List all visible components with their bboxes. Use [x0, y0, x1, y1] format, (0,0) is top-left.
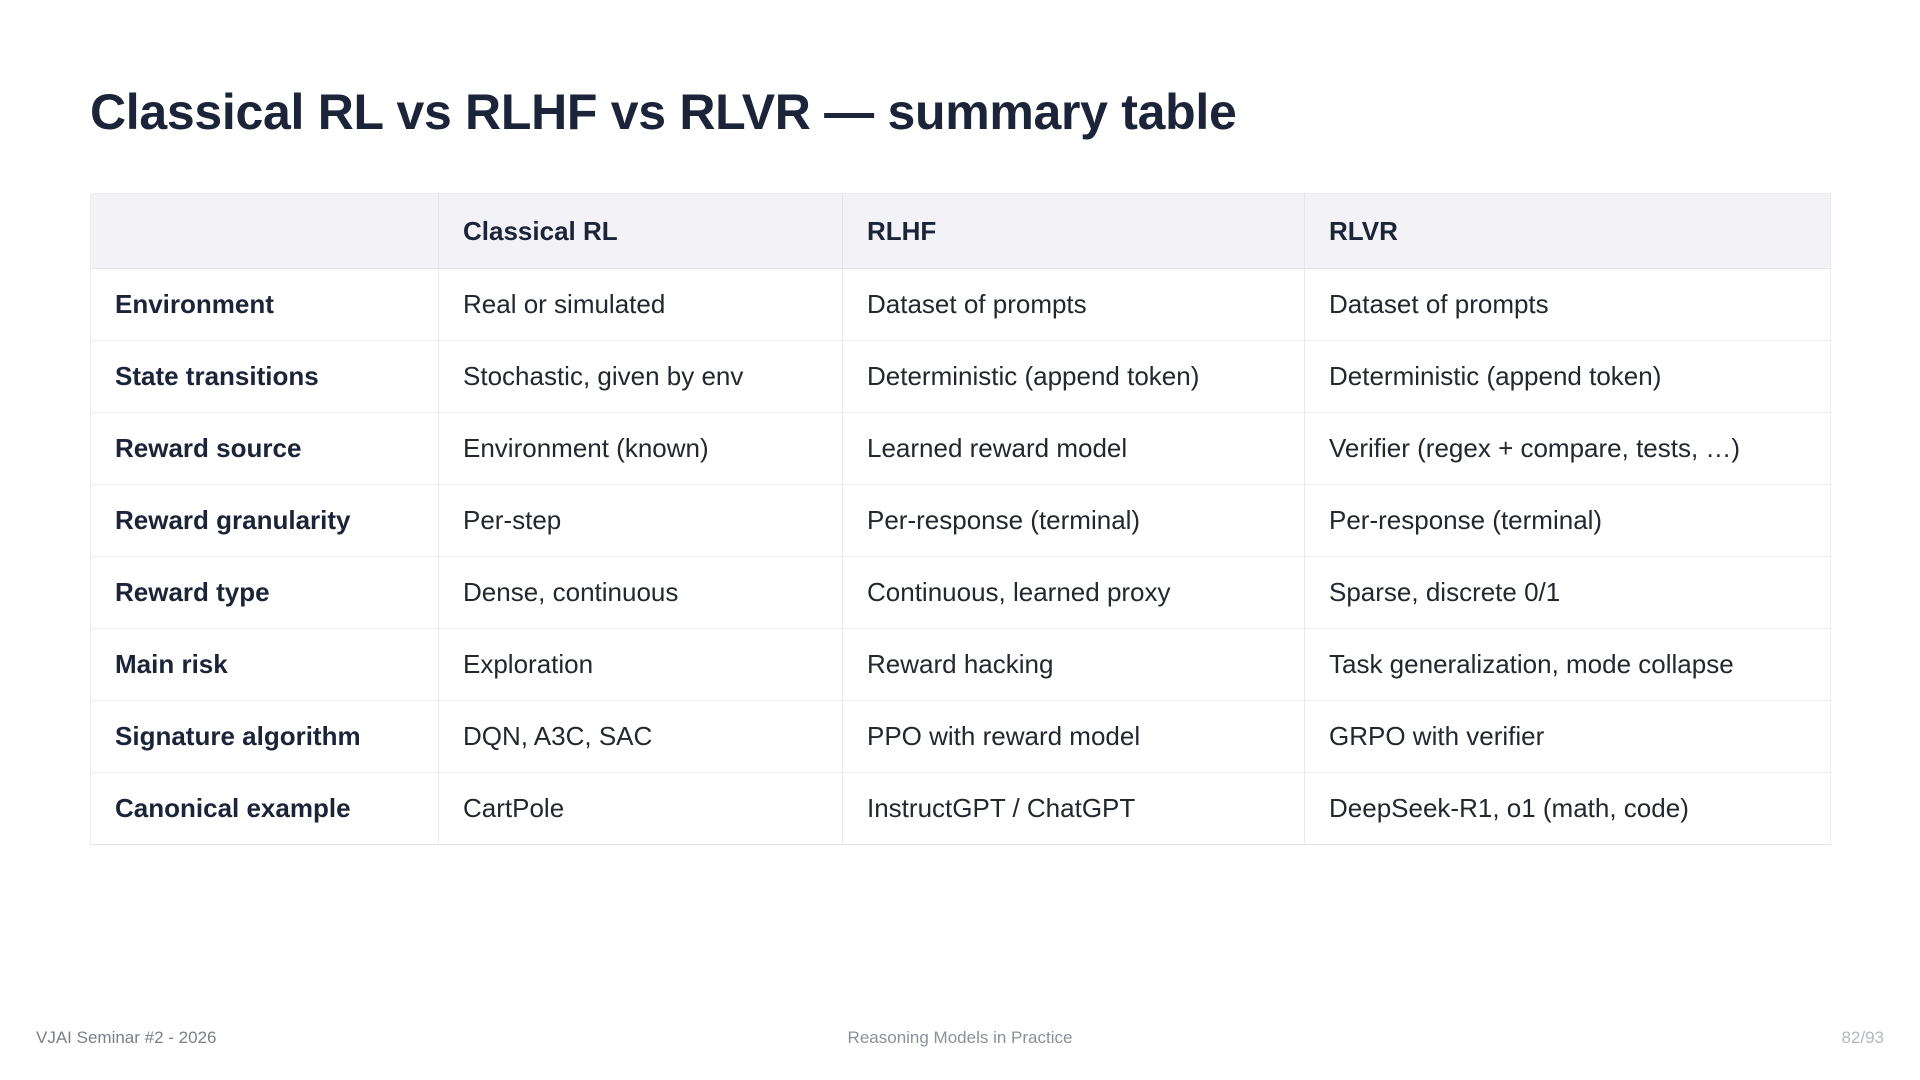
table-header-row: Classical RL RLHF RLVR [90, 193, 1831, 269]
cell-rlvr: GRPO with verifier [1304, 700, 1831, 773]
column-header-attribute [90, 193, 439, 269]
table-row: Reward granularity Per-step Per-response… [90, 484, 1831, 557]
table-row: Reward type Dense, continuous Continuous… [90, 556, 1831, 629]
slide-footer: VJAI Seminar #2 - 2026 Reasoning Models … [0, 1006, 1920, 1080]
summary-table: Classical RL RLHF RLVR Environment Real … [90, 193, 1831, 845]
table-row: Reward source Environment (known) Learne… [90, 412, 1831, 485]
cell-classical-rl: Real or simulated [438, 268, 843, 341]
row-label: Environment [90, 268, 439, 341]
table-row: State transitions Stochastic, given by e… [90, 340, 1831, 413]
column-header-rlvr: RLVR [1304, 193, 1831, 269]
row-label: Canonical example [90, 772, 439, 845]
table-row: Signature algorithm DQN, A3C, SAC PPO wi… [90, 700, 1831, 773]
page-title: Classical RL vs RLHF vs RLVR — summary t… [90, 84, 1237, 140]
cell-classical-rl: Exploration [438, 628, 843, 701]
cell-rlhf: Continuous, learned proxy [842, 556, 1305, 629]
table-row: Environment Real or simulated Dataset of… [90, 268, 1831, 341]
cell-rlhf: PPO with reward model [842, 700, 1305, 773]
cell-rlvr: Sparse, discrete 0/1 [1304, 556, 1831, 629]
cell-rlvr: Deterministic (append token) [1304, 340, 1831, 413]
cell-rlhf: Reward hacking [842, 628, 1305, 701]
table-body: Environment Real or simulated Dataset of… [90, 268, 1831, 845]
row-label: Reward granularity [90, 484, 439, 557]
cell-classical-rl: Environment (known) [438, 412, 843, 485]
footer-deck-title: Reasoning Models in Practice [847, 1028, 1073, 1047]
row-label: Signature algorithm [90, 700, 439, 773]
table-row: Main risk Exploration Reward hacking Tas… [90, 628, 1831, 701]
table-row: Canonical example CartPole InstructGPT /… [90, 772, 1831, 845]
cell-rlhf: Learned reward model [842, 412, 1305, 485]
row-label: Reward type [90, 556, 439, 629]
row-label: State transitions [90, 340, 439, 413]
table-header: Classical RL RLHF RLVR [90, 193, 1831, 269]
cell-classical-rl: CartPole [438, 772, 843, 845]
cell-rlvr: Per-response (terminal) [1304, 484, 1831, 557]
cell-classical-rl: Stochastic, given by env [438, 340, 843, 413]
cell-rlvr: Task generalization, mode collapse [1304, 628, 1831, 701]
cell-classical-rl: Dense, continuous [438, 556, 843, 629]
footer-seminar-label: VJAI Seminar #2 - 2026 [36, 1028, 217, 1047]
cell-classical-rl: Per-step [438, 484, 843, 557]
cell-rlvr: DeepSeek-R1, o1 (math, code) [1304, 772, 1831, 845]
cell-classical-rl: DQN, A3C, SAC [438, 700, 843, 773]
cell-rlvr: Verifier (regex + compare, tests, …) [1304, 412, 1831, 485]
column-header-classical-rl: Classical RL [438, 193, 843, 269]
cell-rlhf: Per-response (terminal) [842, 484, 1305, 557]
row-label: Reward source [90, 412, 439, 485]
row-label: Main risk [90, 628, 439, 701]
summary-table-container: Classical RL RLHF RLVR Environment Real … [90, 193, 1831, 845]
cell-rlhf: Deterministic (append token) [842, 340, 1305, 413]
column-header-rlhf: RLHF [842, 193, 1305, 269]
cell-rlhf: Dataset of prompts [842, 268, 1305, 341]
cell-rlhf: InstructGPT / ChatGPT [842, 772, 1305, 845]
footer-page-number: 82/93 [1841, 1028, 1884, 1047]
cell-rlvr: Dataset of prompts [1304, 268, 1831, 341]
